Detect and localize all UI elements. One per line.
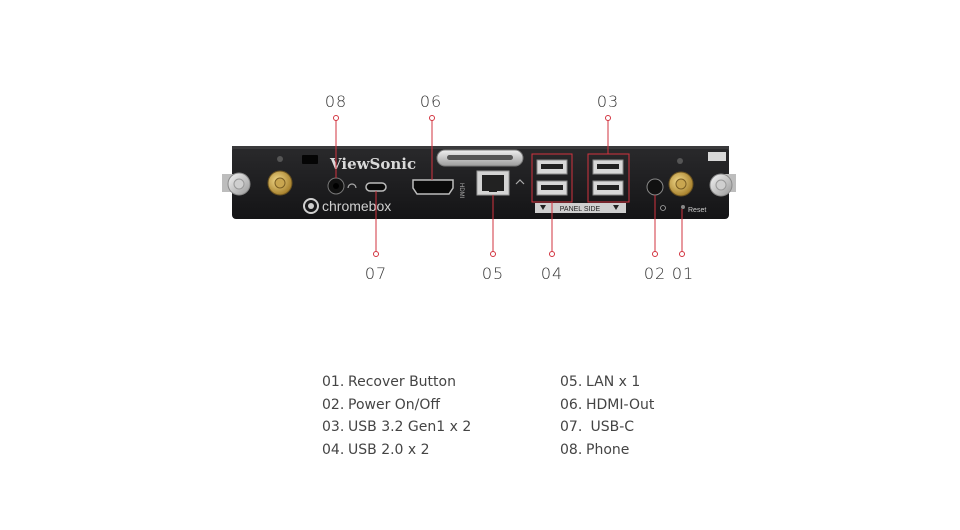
legend-label: HDMI-Out — [586, 397, 655, 413]
usb-2-0-ports — [531, 153, 573, 203]
reset-label: Reset — [688, 207, 706, 214]
reset-button — [681, 205, 685, 209]
legend-code: 03. — [322, 419, 345, 435]
mount-screw-right — [677, 158, 683, 164]
legend-label: USB-C — [586, 419, 635, 435]
legend-label: Power On/Off — [348, 397, 441, 413]
legend-code: 08. — [560, 442, 583, 458]
callout-01: 01 — [671, 264, 695, 283]
legend-label: USB 2.0 x 2 — [348, 442, 430, 458]
legend-code: 04. — [322, 442, 345, 458]
legend-item: 08.Phone — [560, 442, 629, 458]
legend-label: LAN x 1 — [586, 374, 641, 390]
hdmi-port — [412, 179, 454, 195]
callout-03: 03 — [596, 92, 620, 111]
legend-item: 07. USB-C — [560, 419, 634, 435]
callout-06: 06 — [419, 92, 443, 111]
callout-07: 07 — [364, 264, 388, 283]
legend-code: 01. — [322, 374, 345, 390]
lan-port — [476, 170, 510, 196]
legend-code: 05. — [560, 374, 583, 390]
legend-code: 06. — [560, 397, 583, 413]
mount-screw-left — [277, 156, 283, 162]
indicator-tab — [708, 152, 726, 161]
legend-code: 02. — [322, 397, 345, 413]
usb-c-port — [365, 182, 387, 192]
callout-04: 04 — [540, 264, 564, 283]
legend-label: USB 3.2 Gen1 x 2 — [348, 419, 472, 435]
callout-08: 08 — [324, 92, 348, 111]
callout-05: 05 — [481, 264, 505, 283]
callout-02: 02 — [643, 264, 667, 283]
chrome-icon — [303, 198, 319, 214]
antenna-connector-left — [267, 170, 293, 196]
network-icon — [515, 179, 525, 185]
kensington-slot — [302, 155, 318, 164]
legend-item: 03.USB 3.2 Gen1 x 2 — [322, 419, 471, 435]
callout-leaders — [333, 115, 685, 257]
legend-label: Phone — [586, 442, 630, 458]
panel-side-strip — [535, 203, 626, 213]
usb-3-2-ports — [587, 153, 630, 203]
legend-label: Recover Button — [348, 374, 456, 390]
legend-item: 05.LAN x 1 — [560, 374, 640, 390]
viewsonic-logo: ViewSonic — [329, 155, 416, 173]
legend-item: 01.Recover Button — [322, 374, 456, 390]
chromebox-label: chromebox — [322, 198, 391, 214]
antenna-connector-right — [668, 171, 694, 197]
power-button — [646, 178, 664, 196]
legend-item: 02.Power On/Off — [322, 397, 440, 413]
right-thumb-screw — [709, 173, 736, 197]
phone-jack — [327, 177, 345, 195]
panel-side-label: PANEL SIDE — [560, 206, 601, 213]
power-icon — [660, 205, 666, 211]
legend-code: 07. — [560, 419, 583, 435]
front-handle — [436, 149, 524, 167]
headphone-icon — [347, 183, 357, 189]
legend-item: 04.USB 2.0 x 2 — [322, 442, 430, 458]
left-thumb-screw — [222, 172, 251, 196]
hdmi-label: HDMI — [458, 183, 464, 199]
legend-item: 06.HDMI-Out — [560, 397, 654, 413]
